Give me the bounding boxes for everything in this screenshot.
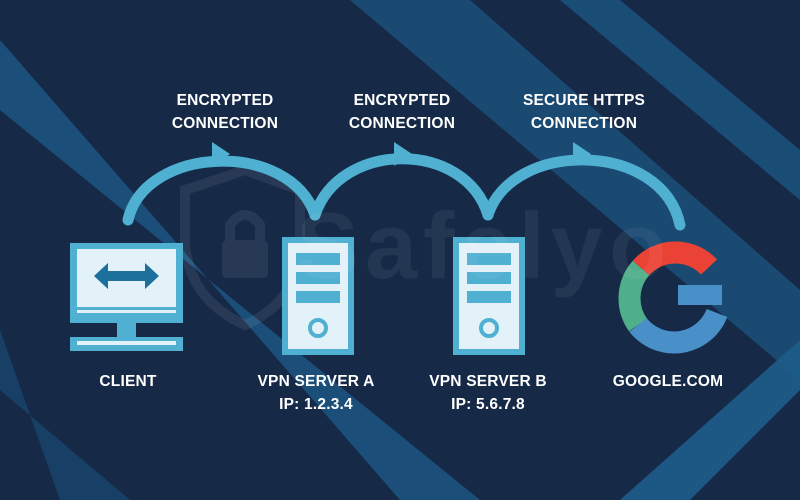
arrow-right-icon [212,142,230,166]
node-ip: IP: 1.2.3.4 [279,396,353,413]
watermark-text: Safelyo [296,193,673,298]
arc-b-to-google [482,154,686,231]
node-label-vpn-server-b: VPN SERVER B IP: 5.6.7.8 [418,370,558,416]
arc-client-to-a [122,155,321,226]
connection-label-line: CONNECTION [171,115,279,132]
server-tower-icon [282,237,354,355]
double-arrow-icon [94,263,159,289]
arrow-right-icon [573,142,591,166]
arc-arrowheads [212,142,591,166]
node-label-vpn-server-a: VPN SERVER A IP: 1.2.3.4 [246,370,386,416]
arrow-right-icon [394,142,412,166]
connection-label-line: CONNECTION [530,115,638,132]
node-ip: IP: 5.6.7.8 [451,396,525,413]
monitor-icon [70,243,183,351]
node-name: CLIENT [99,373,157,390]
connection-label-2: ENCRYPTED CONNECTION [327,89,477,135]
node-label-google: GOOGLE.COM [608,370,728,393]
connection-label-line: ENCRYPTED [176,92,274,109]
node-name: GOOGLE.COM [612,373,724,390]
connection-label-line: ENCRYPTED [353,92,451,109]
node-label-client: CLIENT [78,370,178,393]
connection-label-line: SECURE HTTPS [522,92,646,109]
connection-label-1: ENCRYPTED CONNECTION [150,89,300,135]
server-tower-icon [453,237,525,355]
connection-label-line: CONNECTION [348,115,456,132]
node-name: VPN SERVER A [257,373,375,390]
connection-label-3: SECURE HTTPS CONNECTION [494,89,674,135]
google-g-logo-icon [618,241,728,354]
node-name: VPN SERVER B [429,373,547,390]
